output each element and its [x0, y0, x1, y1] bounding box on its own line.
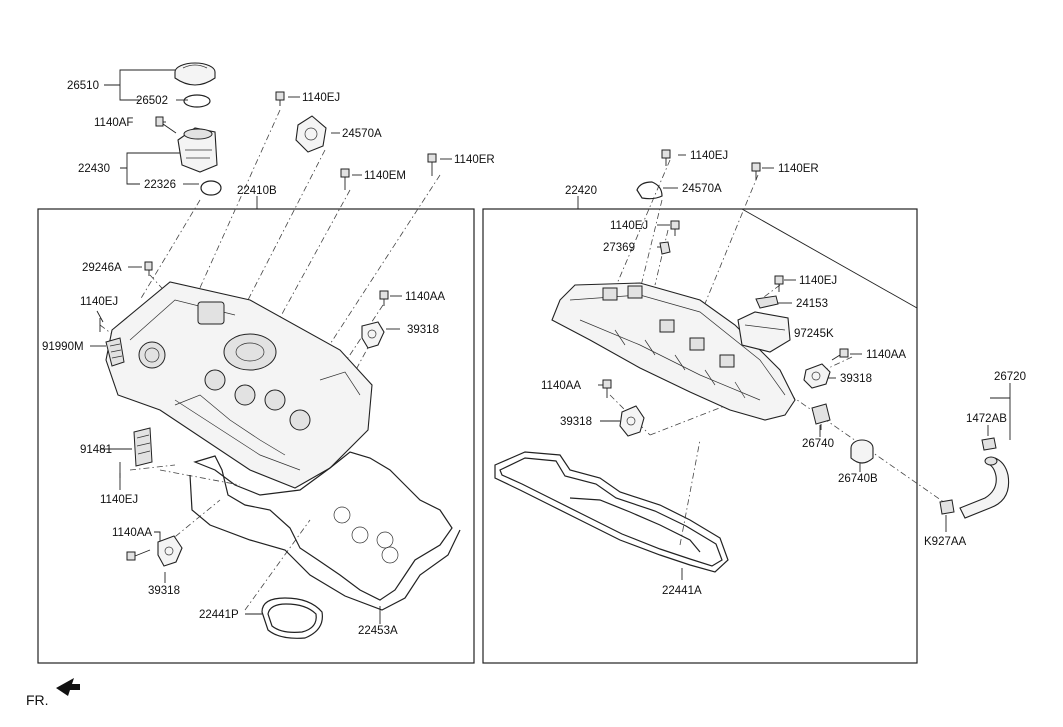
label-24153: 24153: [796, 298, 828, 310]
clip-24153: [755, 295, 779, 309]
bolt-1140EM: [340, 168, 350, 190]
label-39318-right-bottom: 39318: [560, 416, 592, 428]
label-22430: 22430: [78, 163, 110, 175]
filler-neck-o-ring: [200, 180, 222, 196]
label-91990M: 91990M: [42, 341, 84, 353]
label-24570A-left: 24570A: [342, 128, 382, 140]
label-1140EJ-right-upper: 1140EJ: [799, 275, 837, 287]
front-arrow-icon: [56, 678, 80, 696]
part-labels: 26510 26502 1140AF 22430 22326 1140EJ 24…: [26, 80, 1026, 708]
label-22441A: 22441A: [662, 585, 702, 597]
label-26740: 26740: [802, 438, 834, 450]
bolt-1140EJ-right-top: [661, 149, 671, 166]
bolt-1140ER-left: [427, 153, 437, 176]
label-97245K: 97245K: [794, 328, 834, 340]
plate-24570A-left: [295, 115, 327, 153]
hose-26720: [959, 456, 1010, 519]
clamp-1472AB: [981, 437, 997, 451]
front-label: FR.: [26, 692, 49, 708]
label-22420: 22420: [565, 185, 597, 197]
oil-filler-cap: [174, 62, 216, 86]
bolt-1140AA-right-bottom: [602, 379, 612, 398]
bolt-1140ER-right: [751, 162, 761, 180]
label-91481: 91481: [80, 444, 112, 456]
gasket-22441P: [261, 597, 323, 639]
clamp-K927AA: [939, 499, 955, 515]
bolt-1140EJ-right-mid: [670, 220, 680, 236]
label-1140ER-left: 1140ER: [454, 154, 495, 166]
label-26502: 26502: [136, 95, 168, 107]
label-24570A-right: 24570A: [682, 183, 722, 195]
right-assembly-box: [482, 208, 918, 664]
label-K927AA: K927AA: [924, 536, 967, 548]
bolt-1140AA-right-top: [831, 348, 849, 361]
label-39318-left-bottom: 39318: [148, 585, 180, 597]
bolt-1140EJ-right-upper: [774, 275, 784, 292]
label-22441P: 22441P: [199, 609, 239, 621]
head-cover-left: [105, 281, 373, 489]
label-1140AA-left-top: 1140AA: [405, 291, 445, 303]
label-1140EJ-right-top: 1140EJ: [690, 150, 728, 162]
label-1140EJ-right-mid: 1140EJ: [610, 220, 648, 232]
label-1140ER-right: 1140ER: [778, 163, 819, 175]
valve-26740: [811, 403, 831, 430]
sensor-39318-right-top: [803, 363, 831, 389]
label-1140EM: 1140EM: [364, 170, 406, 182]
filler-neck: [177, 127, 218, 173]
label-1140AA-left-bottom: 1140AA: [112, 527, 152, 539]
label-39318-left-top: 39318: [407, 324, 439, 336]
left-assembly-box: [37, 208, 475, 664]
bolt-1140AF: [155, 116, 177, 134]
label-22326: 22326: [144, 179, 176, 191]
label-1140EJ-left-bottom: 1140EJ: [100, 494, 138, 506]
cap-seal-ring: [183, 94, 211, 108]
cap-26740B: [850, 439, 874, 464]
label-26510: 26510: [67, 80, 99, 92]
plate-24570A-right: [636, 181, 663, 200]
label-1140EJ-left: 1140EJ: [80, 296, 118, 308]
label-22410B: 22410B: [237, 185, 277, 197]
label-1140AA-right-top: 1140AA: [866, 349, 906, 361]
label-39318-right-top: 39318: [840, 373, 872, 385]
label-27369: 27369: [603, 242, 635, 254]
bolt-29246A: [144, 261, 153, 276]
sensor-39318-left-top: [361, 321, 385, 349]
cover-97245K: [737, 311, 791, 353]
sensor-39318-left-bottom: [157, 535, 183, 567]
label-26720: 26720: [994, 371, 1026, 383]
head-cover-right: [551, 282, 796, 421]
pad-91481: [133, 427, 153, 467]
gasket-22453A: [189, 451, 461, 611]
label-1140EJ-top: 1140EJ: [302, 92, 340, 104]
label-26740B: 26740B: [838, 473, 878, 485]
label-1472AB: 1472AB: [966, 413, 1007, 425]
gasket-22441A: [494, 451, 729, 573]
sensor-39318-right-bottom: [619, 405, 645, 437]
label-1140AA-right-bottom: 1140AA: [541, 380, 581, 392]
leader-lines: [90, 69, 1011, 624]
bolt-1140EJ-top: [275, 91, 285, 106]
bolt-1140AA-left-bottom: [126, 549, 151, 561]
label-29246A: 29246A: [82, 262, 122, 274]
label-1140AF: 1140AF: [94, 117, 133, 129]
pad-91990M: [105, 337, 125, 367]
clip-27369: [659, 241, 671, 255]
bolt-1140AA-left-top: [379, 290, 389, 306]
label-22453A: 22453A: [358, 625, 398, 637]
